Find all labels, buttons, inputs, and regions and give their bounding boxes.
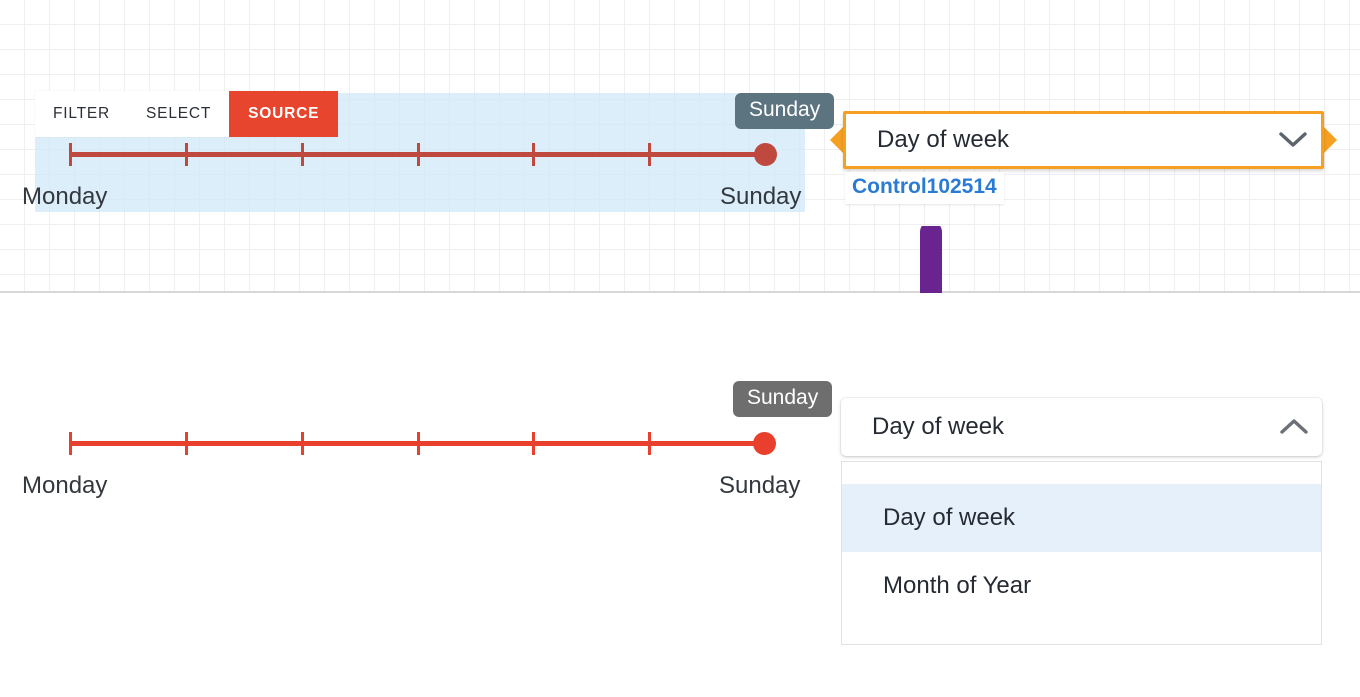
slider-tick	[301, 432, 304, 455]
chevron-up-icon[interactable]	[1266, 418, 1322, 436]
option-month-of-year[interactable]: Month of Year	[883, 572, 1032, 599]
slider-handle[interactable]	[754, 143, 777, 166]
slider-min-label: Monday	[22, 183, 108, 210]
slider-tick	[301, 143, 304, 166]
slider-max-label: Sunday	[719, 472, 801, 499]
result-pane: Monday Sunday Sunday Day of week Day of …	[0, 293, 1360, 697]
slider-tick	[185, 432, 188, 455]
tab-filter[interactable]: FILTER	[35, 91, 129, 137]
dimension-select-value: Day of week	[877, 126, 1010, 153]
slider-tick	[417, 143, 420, 166]
chevron-down-icon[interactable]	[1265, 131, 1321, 149]
slider-handle[interactable]	[753, 432, 776, 455]
day-of-week-slider-top[interactable]: Monday Sunday Sunday	[0, 0, 1360, 292]
slider-tick	[648, 432, 651, 455]
option-day-of-week[interactable]: Day of week	[842, 484, 1321, 552]
highlight-caret-left	[830, 127, 843, 153]
slider-tick	[532, 432, 535, 455]
tab-source[interactable]: SOURCE	[229, 91, 339, 137]
day-of-week-slider-bottom[interactable]: Monday Sunday Sunday	[0, 293, 1360, 697]
slider-tick	[185, 143, 188, 166]
mode-tabbar[interactable]: FILTER SELECT SOURCE	[35, 91, 339, 137]
slider-tick	[532, 143, 535, 166]
slider-tick	[648, 143, 651, 166]
slider-tick	[69, 432, 72, 455]
dimension-select-top[interactable]: Day of week	[843, 111, 1324, 169]
dimension-option-list[interactable]: Day of week Month of Year	[841, 461, 1322, 645]
slider-tick	[69, 143, 72, 166]
pane-divider	[0, 291, 1360, 293]
dimension-select-value: Day of week	[872, 413, 1005, 440]
slider-tick	[417, 432, 420, 455]
tab-select[interactable]: SELECT	[128, 91, 230, 137]
control-id-label: Control102514	[845, 172, 1004, 204]
slider-value-badge: Sunday	[733, 381, 833, 418]
option-list-bottom-spacer	[842, 620, 1321, 680]
slider-max-label: Sunday	[720, 183, 802, 210]
option-list-top-spacer	[842, 462, 1321, 484]
slider-value-badge: Sunday	[735, 93, 835, 130]
highlight-caret-right	[1324, 127, 1337, 153]
annotated-pane: FILTER SELECT SOURCE Monday Sunday Sunda…	[0, 0, 1360, 292]
slider-min-label: Monday	[22, 472, 108, 499]
dimension-select-bottom[interactable]: Day of week	[841, 398, 1322, 456]
